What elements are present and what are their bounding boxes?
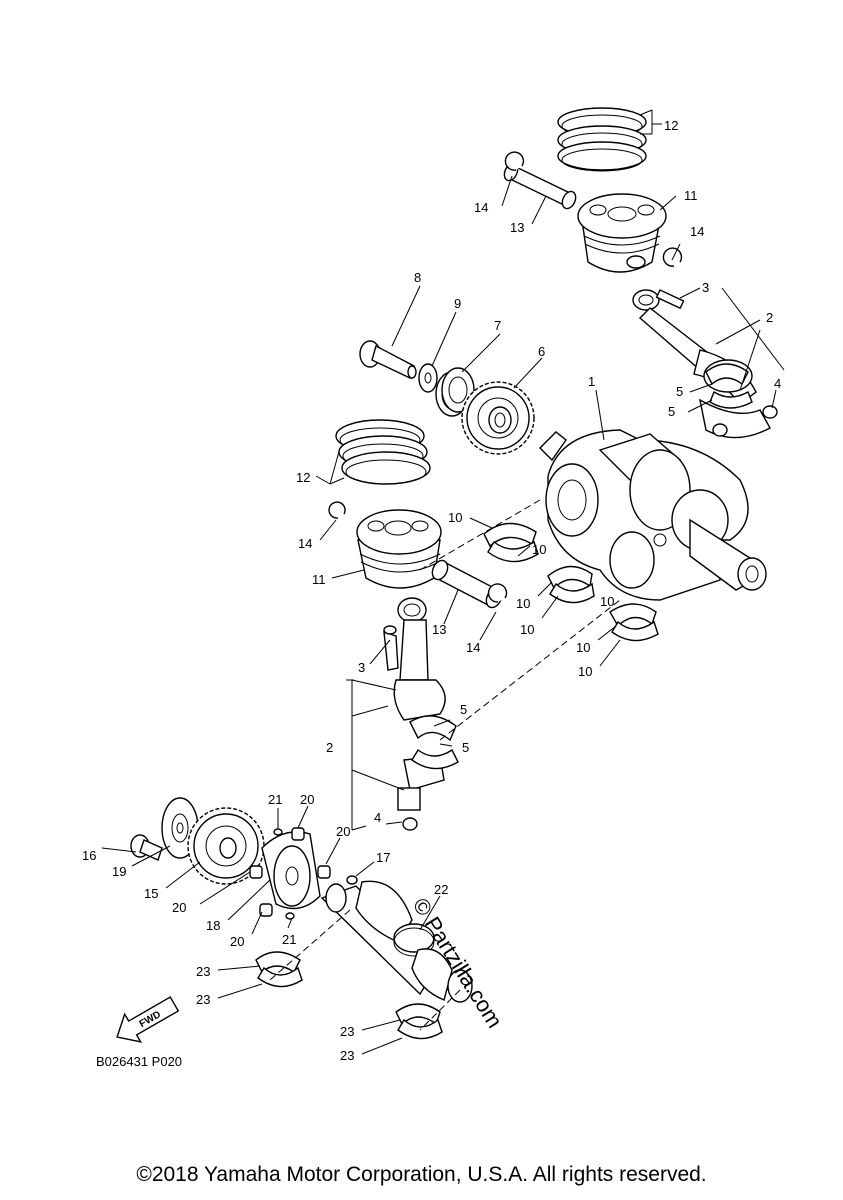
fwd-arrow: FWD: [116, 996, 180, 1043]
callout-13: 13: [510, 220, 524, 235]
circlip-lower-right: [487, 583, 508, 603]
callout-10: 10: [576, 640, 590, 655]
circlip-upper-left: [504, 151, 525, 171]
callout-10: 10: [600, 594, 614, 609]
callout-10: 10: [520, 622, 534, 637]
callout-15: 15: [144, 886, 158, 901]
callout-14: 14: [474, 200, 488, 215]
callout-13: 13: [432, 622, 446, 637]
weight-18: [261, 831, 321, 910]
callout-5: 5: [676, 384, 683, 399]
callout-20: 20: [300, 792, 314, 807]
bolt-16: [130, 834, 163, 861]
callout-22: 22: [434, 882, 448, 897]
piston-rings-lower: [335, 419, 431, 485]
callout-14: 14: [298, 536, 312, 551]
callout-11: 11: [684, 188, 698, 203]
balancer-shaft-22: [320, 880, 473, 1003]
callout-8: 8: [414, 270, 421, 285]
copyright-notice: ©2018 Yamaha Motor Corporation, U.S.A. A…: [136, 1163, 707, 1186]
callout-3: 3: [702, 280, 709, 295]
crankshaft: [539, 429, 767, 601]
callout-20: 20: [336, 824, 350, 839]
callout-23: 23: [196, 992, 210, 1007]
callout-19: 19: [112, 864, 126, 879]
callout-16: 16: [82, 848, 96, 863]
callout-7: 7: [494, 318, 501, 333]
dampers-20: [249, 827, 331, 917]
callout-10: 10: [448, 510, 462, 525]
callout-12: 12: [664, 118, 678, 133]
callout-20: 20: [172, 900, 186, 915]
piston-lower: [356, 509, 442, 589]
leader-lines: [101, 109, 785, 1055]
callout-23: 23: [340, 1048, 354, 1063]
callout-21: 21: [282, 932, 296, 947]
callout-labels: 1 2 2 3 3 4 4 5 5 5 5 6 7 8 9 10 10 10 1…: [82, 118, 781, 1063]
pins-21: [273, 828, 295, 920]
connecting-rod-lower: [383, 597, 446, 831]
callout-3: 3: [358, 660, 365, 675]
bolt-8: [359, 340, 417, 379]
callout-5: 5: [460, 702, 467, 717]
callout-4: 4: [374, 810, 381, 825]
callout-18: 18: [206, 918, 220, 933]
callout-4: 4: [774, 376, 781, 391]
piston-rings-upper: [557, 107, 647, 172]
callout-14: 14: [466, 640, 480, 655]
callout-17: 17: [376, 850, 390, 865]
callout-14: 14: [690, 224, 704, 239]
assembly-axes: [269, 499, 621, 1031]
callout-11: 11: [312, 572, 326, 587]
callout-10: 10: [532, 542, 546, 557]
callout-6: 6: [538, 344, 545, 359]
callout-5: 5: [462, 740, 469, 755]
needle-bearing-7: [435, 367, 475, 417]
callout-23: 23: [196, 964, 210, 979]
gear-15: [187, 807, 265, 885]
bearings-23: [255, 951, 443, 1040]
callout-2: 2: [326, 740, 333, 755]
bearing-lower: [409, 715, 459, 770]
callout-1: 1: [588, 374, 595, 389]
connecting-rod-upper: [632, 289, 778, 439]
callout-10: 10: [578, 664, 592, 679]
piston-upper: [577, 193, 667, 273]
circlip-upper-right: [662, 247, 683, 267]
callout-12: 12: [296, 470, 310, 485]
callout-9: 9: [454, 296, 461, 311]
part-code: B026431 P020: [96, 1054, 182, 1069]
callout-5: 5: [668, 404, 675, 419]
piston-pin-lower: [431, 559, 503, 609]
bearing-upper: [705, 363, 753, 409]
gear-6: [461, 381, 535, 455]
circlip-lower-left: [328, 501, 346, 519]
callout-21: 21: [268, 792, 282, 807]
callout-2: 2: [766, 310, 773, 325]
pin-17: [346, 875, 358, 885]
main-bearings-10: [483, 522, 659, 642]
callout-10: 10: [516, 596, 530, 611]
washer-9: [418, 363, 438, 393]
callout-23: 23: [340, 1024, 354, 1039]
callout-20: 20: [230, 934, 244, 949]
